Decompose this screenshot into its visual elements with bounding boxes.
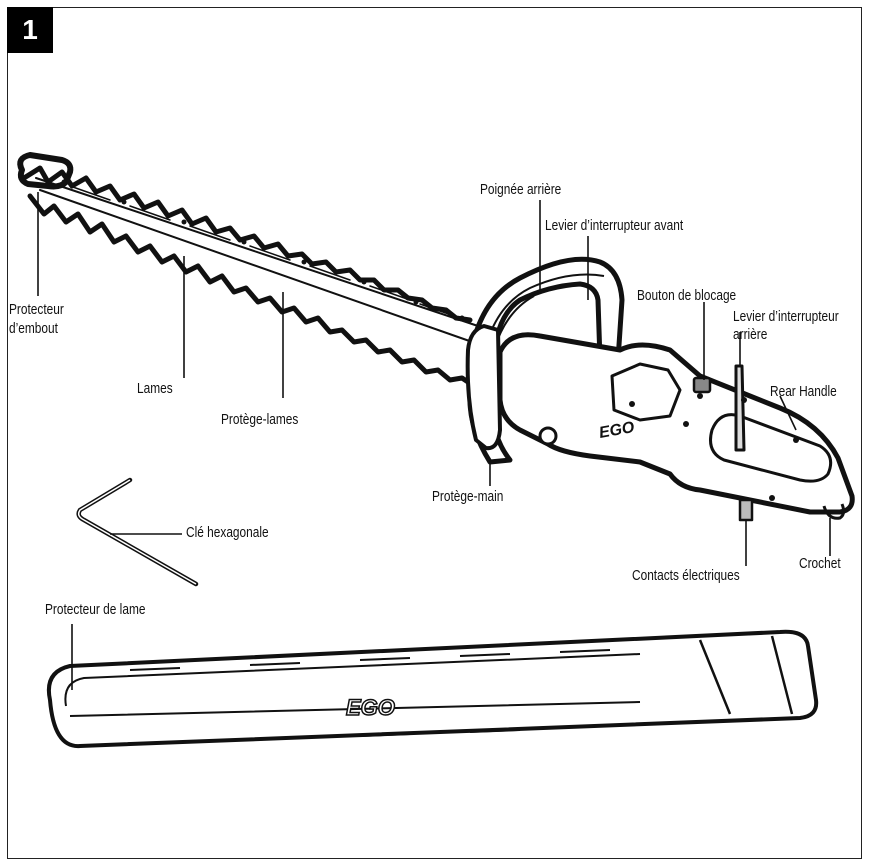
label-protege-lames: Protège-lames	[221, 413, 298, 428]
label-protege-main: Protège-main	[432, 490, 503, 505]
label-poignee-arriere: Poignée arrière	[480, 183, 561, 198]
brand-logo-sheath: EGO	[346, 695, 395, 720]
lock-button	[694, 378, 710, 392]
rear-trigger	[736, 366, 744, 450]
blade-teeth-lower	[30, 196, 474, 386]
front-knob	[540, 428, 556, 444]
blade-assembly	[20, 155, 478, 386]
blade-sheath-shape	[49, 632, 816, 746]
label-bouton-blocage: Bouton de blocage	[637, 289, 736, 304]
label-levier-arriere-line1: Levier d’interrupteur	[733, 310, 839, 325]
label-levier-arriere-line2: arrière	[733, 328, 767, 343]
label-rear-handle: Rear Handle	[770, 385, 837, 400]
label-contacts-electriques: Contacts électriques	[632, 569, 740, 584]
label-levier-avant: Levier d’interrupteur avant	[545, 219, 683, 234]
motor-housing	[500, 335, 852, 512]
label-lames: Lames	[137, 382, 173, 397]
housing-top	[612, 364, 680, 420]
hand-guard	[468, 326, 500, 448]
label-cle-hexagonale: Clé hexagonale	[186, 526, 269, 541]
label-protecteur-de-lame: Protecteur de lame	[45, 603, 145, 618]
electrical-contacts	[740, 500, 752, 520]
blade-bar	[36, 178, 478, 344]
label-crochet: Crochet	[799, 557, 841, 572]
label-protecteur-embout-line1: Protecteur	[9, 303, 64, 318]
hex-key-inner	[79, 480, 196, 584]
label-protecteur-embout-line2: d’embout	[9, 322, 58, 337]
hex-key-shape	[79, 480, 196, 584]
